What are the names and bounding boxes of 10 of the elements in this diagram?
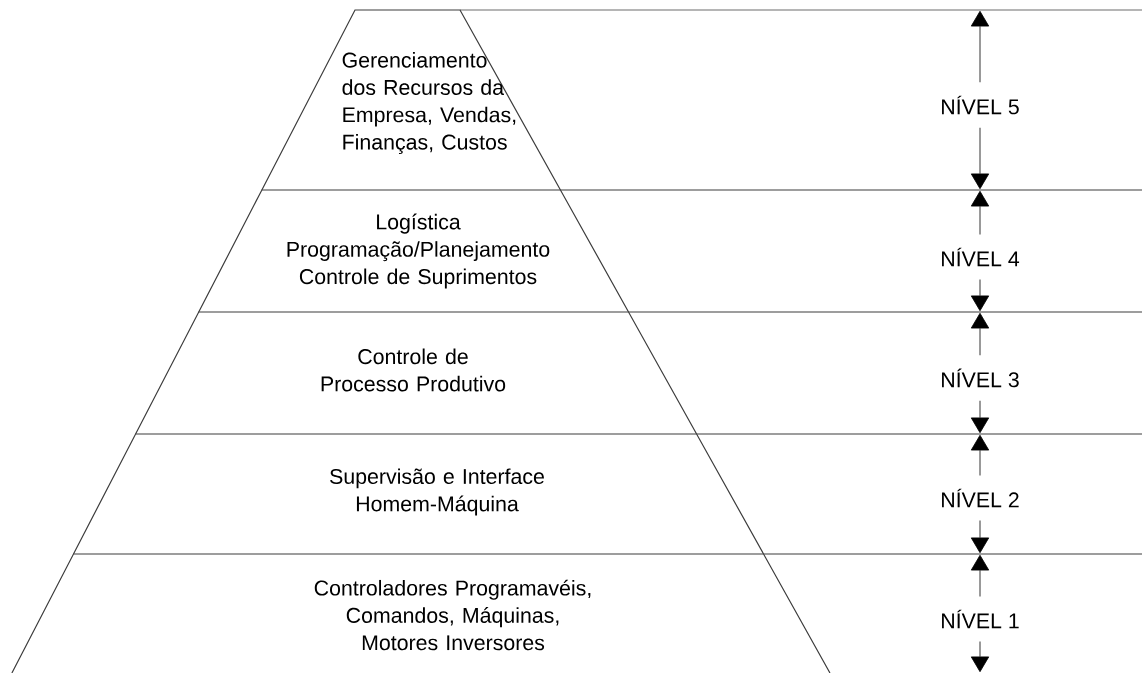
pyramid-band: Logística Programação/Planejamento Controle de Suprimentos [198,189,630,313]
level-label: NÍVEL 2 [938,475,1022,521]
level-label: NÍVEL 3 [938,355,1022,401]
pyramid-band: Controle de Processo Produtivo [135,311,698,435]
pyramid-band: Controladores Programavéis, Comandos, Máquinas, Motores Inversores [11,553,831,673]
level-label: NÍVEL 1 [938,596,1022,642]
level-label: NÍVEL 4 [938,234,1022,280]
pyramid-band: Gerenciamento dos Recursos da Empresa, Vendas, Finanças, Custos [261,9,562,191]
pyramid-band: Supervisão e Interface Homem-Máquina [72,433,765,555]
level-label: NÍVEL 5 [938,82,1022,128]
